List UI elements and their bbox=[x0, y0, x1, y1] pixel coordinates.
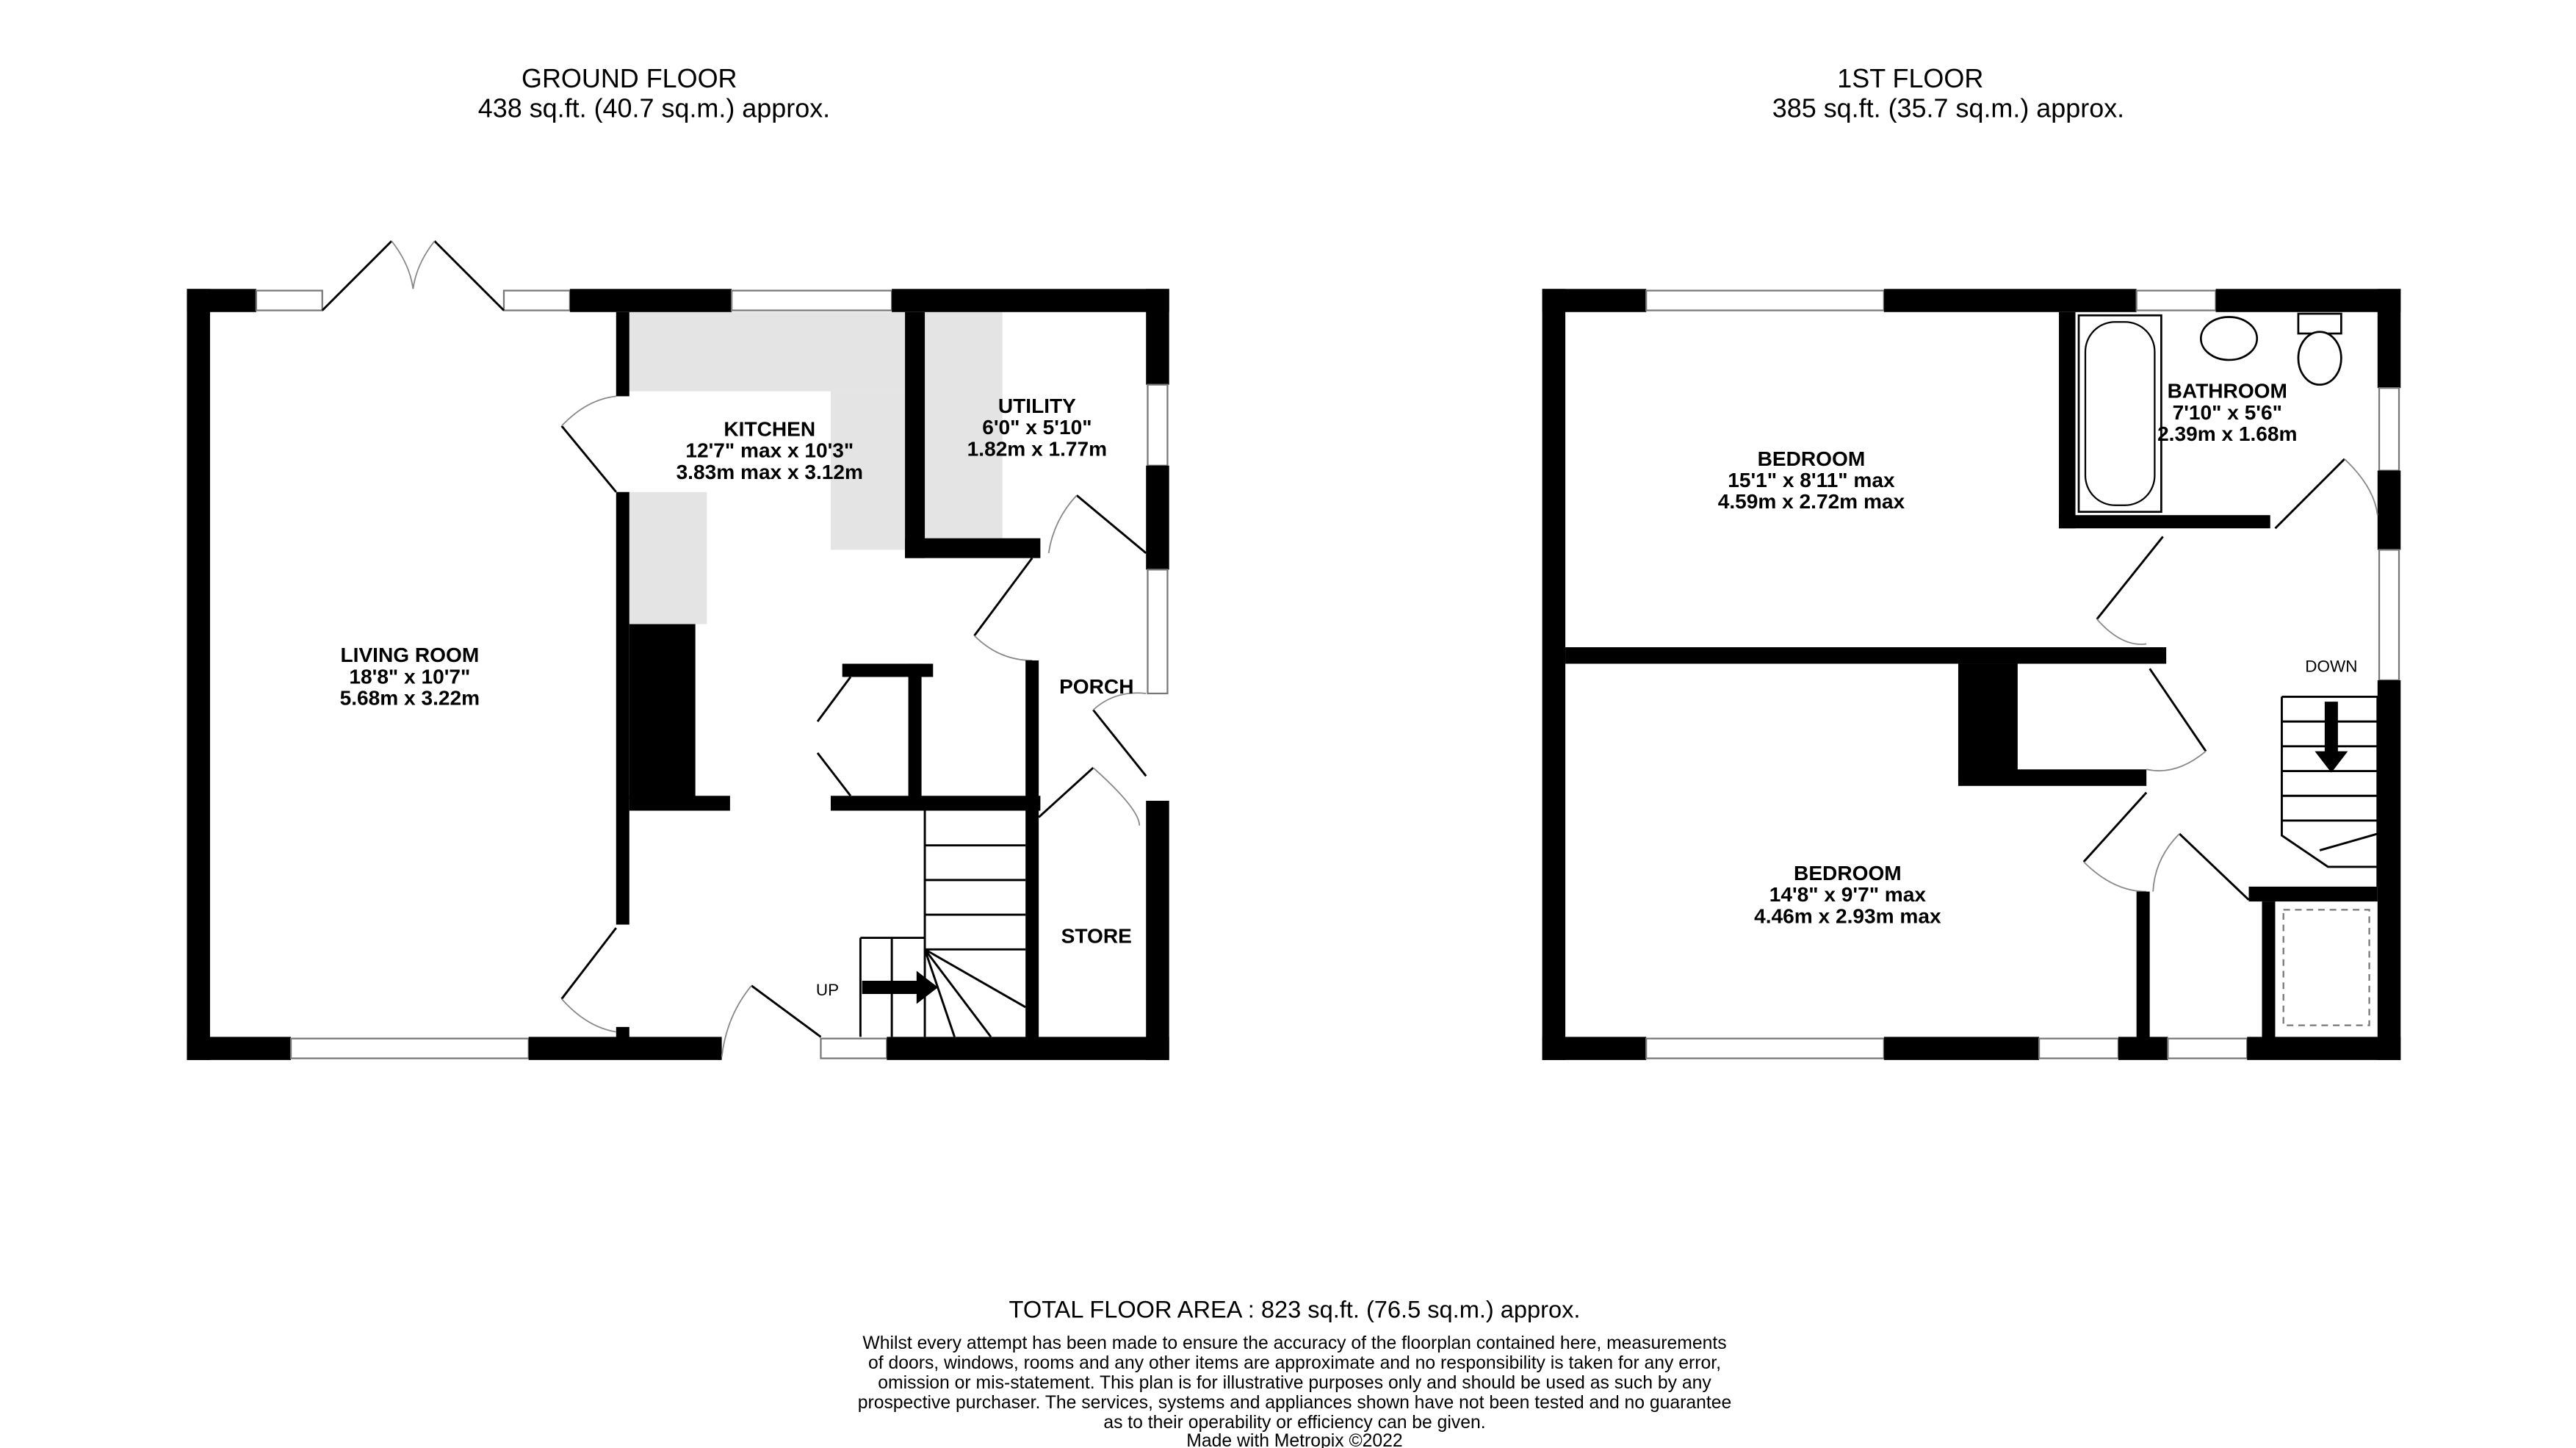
disclaimer-line: omission or mis-statement. This plan is … bbox=[878, 1373, 1711, 1393]
stairs-down-label: DOWN bbox=[2305, 658, 2357, 676]
ground-floor-title: GROUND FLOOR bbox=[522, 63, 737, 93]
bedroom-1-metric: 4.59m x 2.72m max bbox=[1718, 490, 1905, 513]
bedroom-1-name: BEDROOM bbox=[1758, 447, 1866, 470]
bathroom-name: BATHROOM bbox=[2168, 380, 2287, 403]
bedroom-2-imperial: 14'8" x 9'7" max bbox=[1769, 883, 1927, 906]
living-room-imperial: 18'8" x 10'7" bbox=[349, 665, 470, 688]
total-floor-area: TOTAL FLOOR AREA : 823 sq.ft. (76.5 sq.m… bbox=[1009, 1296, 1581, 1322]
disclaimer-line: Whilst every attempt has been made to en… bbox=[862, 1333, 1726, 1353]
utility-name: UTILITY bbox=[998, 395, 1076, 417]
bathroom-metric: 2.39m x 1.68m bbox=[2157, 422, 2297, 445]
porch-name: PORCH bbox=[1059, 675, 1133, 698]
living-room-name: LIVING ROOM bbox=[340, 644, 479, 666]
first-floor-plan bbox=[1542, 289, 2401, 1060]
disclaimer-line: of doors, windows, rooms and any other i… bbox=[868, 1353, 1721, 1373]
kitchen-imperial: 12'7" max x 10'3" bbox=[685, 439, 854, 462]
utility-imperial: 6'0" x 5'10" bbox=[982, 416, 1092, 439]
utility-metric: 1.82m x 1.77m bbox=[967, 437, 1107, 460]
credit: Made with Metropix ©2022 bbox=[1186, 1431, 1402, 1448]
stairs-down-arrow-icon bbox=[2315, 702, 2348, 773]
kitchen-name: KITCHEN bbox=[724, 417, 815, 440]
ground-floor-plan bbox=[187, 240, 1169, 1060]
store-name: STORE bbox=[1061, 924, 1132, 947]
disclaimer-line: as to their operability or efficiency ca… bbox=[1103, 1413, 1485, 1433]
bedroom-1-imperial: 15'1" x 8'11" max bbox=[1728, 469, 1895, 491]
bedroom-2-metric: 4.46m x 2.93m max bbox=[1754, 904, 1941, 927]
ground-floor-area: 438 sq.ft. (40.7 sq.m.) approx. bbox=[478, 93, 830, 123]
disclaimer-line: prospective purchaser. The services, sys… bbox=[858, 1393, 1732, 1413]
kitchen-metric: 3.83m max x 3.12m bbox=[677, 461, 863, 483]
stairs-up-label: UP bbox=[816, 981, 839, 999]
first-floor-title: 1ST FLOOR bbox=[1837, 63, 1983, 93]
bedroom-2-name: BEDROOM bbox=[1794, 862, 1902, 885]
bathroom-imperial: 7'10" x 5'6" bbox=[2173, 401, 2282, 424]
living-room-metric: 5.68m x 3.22m bbox=[340, 687, 480, 710]
first-floor-area: 385 sq.ft. (35.7 sq.m.) approx. bbox=[1772, 93, 2124, 123]
stairs-up-arrow-icon bbox=[862, 970, 939, 1004]
